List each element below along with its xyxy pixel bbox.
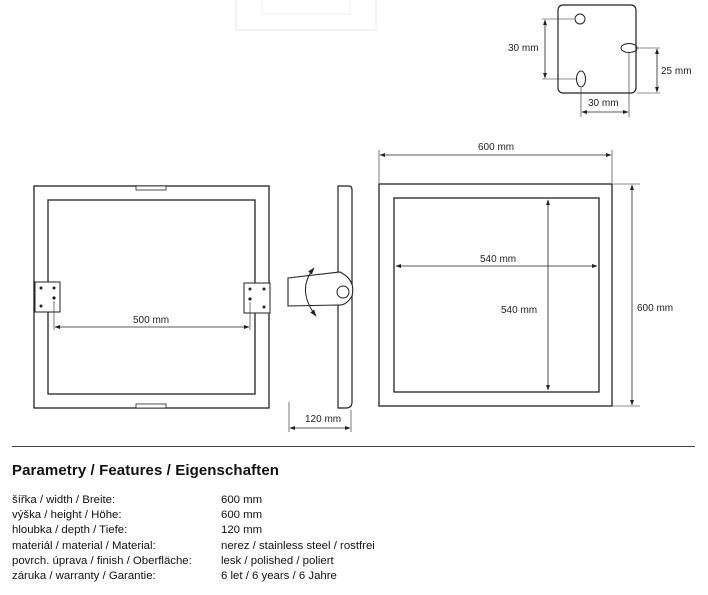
right-wall-bracket <box>243 282 271 314</box>
dim-outer-height: 600 mm <box>637 303 673 314</box>
spec-value: 120 mm <box>221 524 263 537</box>
dim-depth: 120 mm <box>305 414 341 425</box>
dim-hole-spacing-horizontal: 30 mm <box>588 98 619 109</box>
spec-label: hloubka / depth / Tiefe: <box>12 524 128 537</box>
spec-row: šířka / width / Breite: 600 mm <box>12 493 702 508</box>
bracket-hole-top <box>574 13 586 25</box>
rotation-arrow <box>305 267 317 317</box>
top-tab <box>135 185 167 191</box>
spec-label: výška / height / Höhe: <box>12 509 122 522</box>
side-view: 120 mm <box>287 185 354 432</box>
back-view: 500 mm <box>33 185 271 409</box>
left-wall-bracket <box>34 281 61 313</box>
specs-section: Parametry / Features / Eigenschaften šíř… <box>12 462 702 584</box>
spec-row: materiál / material / Material: nerez / … <box>12 539 702 554</box>
hinge-arm <box>287 271 354 307</box>
bracket-slot-bottom <box>576 70 586 88</box>
faint-background-sketch <box>235 0 377 31</box>
spec-value: nerez / stainless steel / rostfrei <box>221 539 375 552</box>
dim-outer-width: 600 mm <box>478 142 514 153</box>
spec-value: 600 mm <box>221 494 263 506</box>
spec-value: 600 mm <box>221 509 263 522</box>
front-view: 600 mm 540 mm 540 mm 600 mm <box>378 142 673 407</box>
spec-row: povrch. úprava / finish / Oberfläche: le… <box>12 554 702 569</box>
dim-hole-offset-right: 25 mm <box>661 66 692 77</box>
spec-label: povrch. úprava / finish / Oberfläche: <box>12 554 192 567</box>
spec-label: šířka / width / Breite: <box>12 494 116 506</box>
spec-value: 6 let / 6 years / 6 Jahre <box>221 570 337 583</box>
section-divider <box>12 446 695 447</box>
spec-label: materiál / material / Material: <box>12 539 156 552</box>
specs-title: Parametry / Features / Eigenschaften <box>12 462 280 479</box>
back-frame-outer <box>33 185 270 409</box>
spec-label: záruka / warranty / Garantie: <box>12 570 156 583</box>
front-frame-outer <box>378 183 613 407</box>
bottom-tab <box>135 403 167 409</box>
spec-row: výška / height / Höhe: 600 mm <box>12 508 702 523</box>
front-mirror-inner <box>393 197 600 393</box>
spec-row: hloubka / depth / Tiefe: 120 mm <box>12 523 702 538</box>
spec-row: záruka / warranty / Garantie: 6 let / 6 … <box>12 569 702 584</box>
dim-inner-width: 540 mm <box>480 254 516 265</box>
hinge-pivot <box>336 285 350 299</box>
dim-bracket-spacing: 500 mm <box>133 315 169 326</box>
spec-value: lesk / polished / poliert <box>221 554 334 567</box>
dim-inner-height: 540 mm <box>501 305 537 316</box>
bracket-plate <box>557 4 637 94</box>
dim-hole-spacing-vertical: 30 mm <box>508 43 539 54</box>
bracket-detail: 30 mm 25 mm 30 mm <box>508 4 692 117</box>
